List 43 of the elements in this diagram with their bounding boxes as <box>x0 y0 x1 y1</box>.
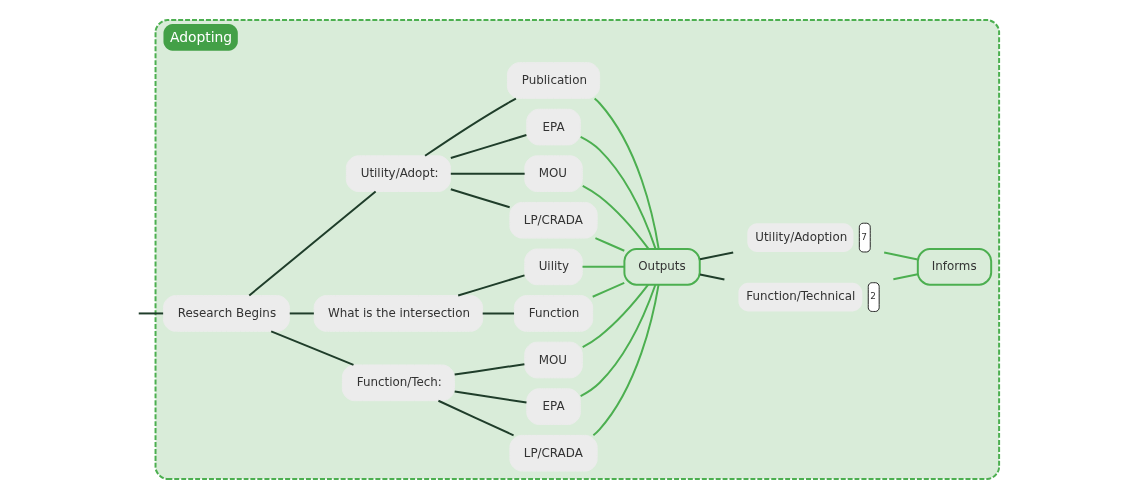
node-box: EPA <box>526 388 581 425</box>
connector <box>248 190 377 297</box>
connector <box>449 134 528 159</box>
node-box: Informs <box>916 248 993 286</box>
node-box: Function <box>513 295 594 332</box>
connector <box>591 281 626 298</box>
node-box: Publication <box>506 62 601 99</box>
connector <box>453 390 528 404</box>
connector <box>579 135 657 250</box>
connector <box>424 97 517 157</box>
node-box: MOU <box>524 155 583 192</box>
node-label: 7 <box>861 231 867 242</box>
connector <box>449 188 511 209</box>
connector <box>579 284 657 398</box>
connector <box>288 312 315 315</box>
connector <box>581 265 626 268</box>
connector <box>449 172 526 175</box>
node-box: Function/Tech: <box>341 364 455 402</box>
connector <box>437 399 515 437</box>
node-label: 2 <box>870 291 876 302</box>
connector <box>593 97 660 250</box>
connector <box>592 283 660 437</box>
connector <box>883 251 919 261</box>
node-box: MOU <box>524 341 583 379</box>
node-box: What is the intersection <box>313 295 484 332</box>
connector <box>581 283 650 349</box>
connector <box>892 273 919 281</box>
node-box: LP/CRADA <box>509 201 598 239</box>
connector <box>481 312 516 315</box>
connector <box>457 274 526 297</box>
connector <box>581 184 650 250</box>
node-box: Uility <box>524 248 583 286</box>
connector <box>453 363 526 376</box>
node-box: LP/CRADA <box>509 434 598 472</box>
connector <box>698 273 726 281</box>
node-box: Utility/Adopt: <box>345 155 451 192</box>
node-box: Outputs <box>623 248 701 286</box>
connector <box>270 330 355 366</box>
connector <box>137 312 165 315</box>
node-box: EPA <box>526 108 581 146</box>
connector <box>698 251 735 261</box>
node-box: Research Begins <box>162 295 290 332</box>
connector <box>594 237 626 252</box>
